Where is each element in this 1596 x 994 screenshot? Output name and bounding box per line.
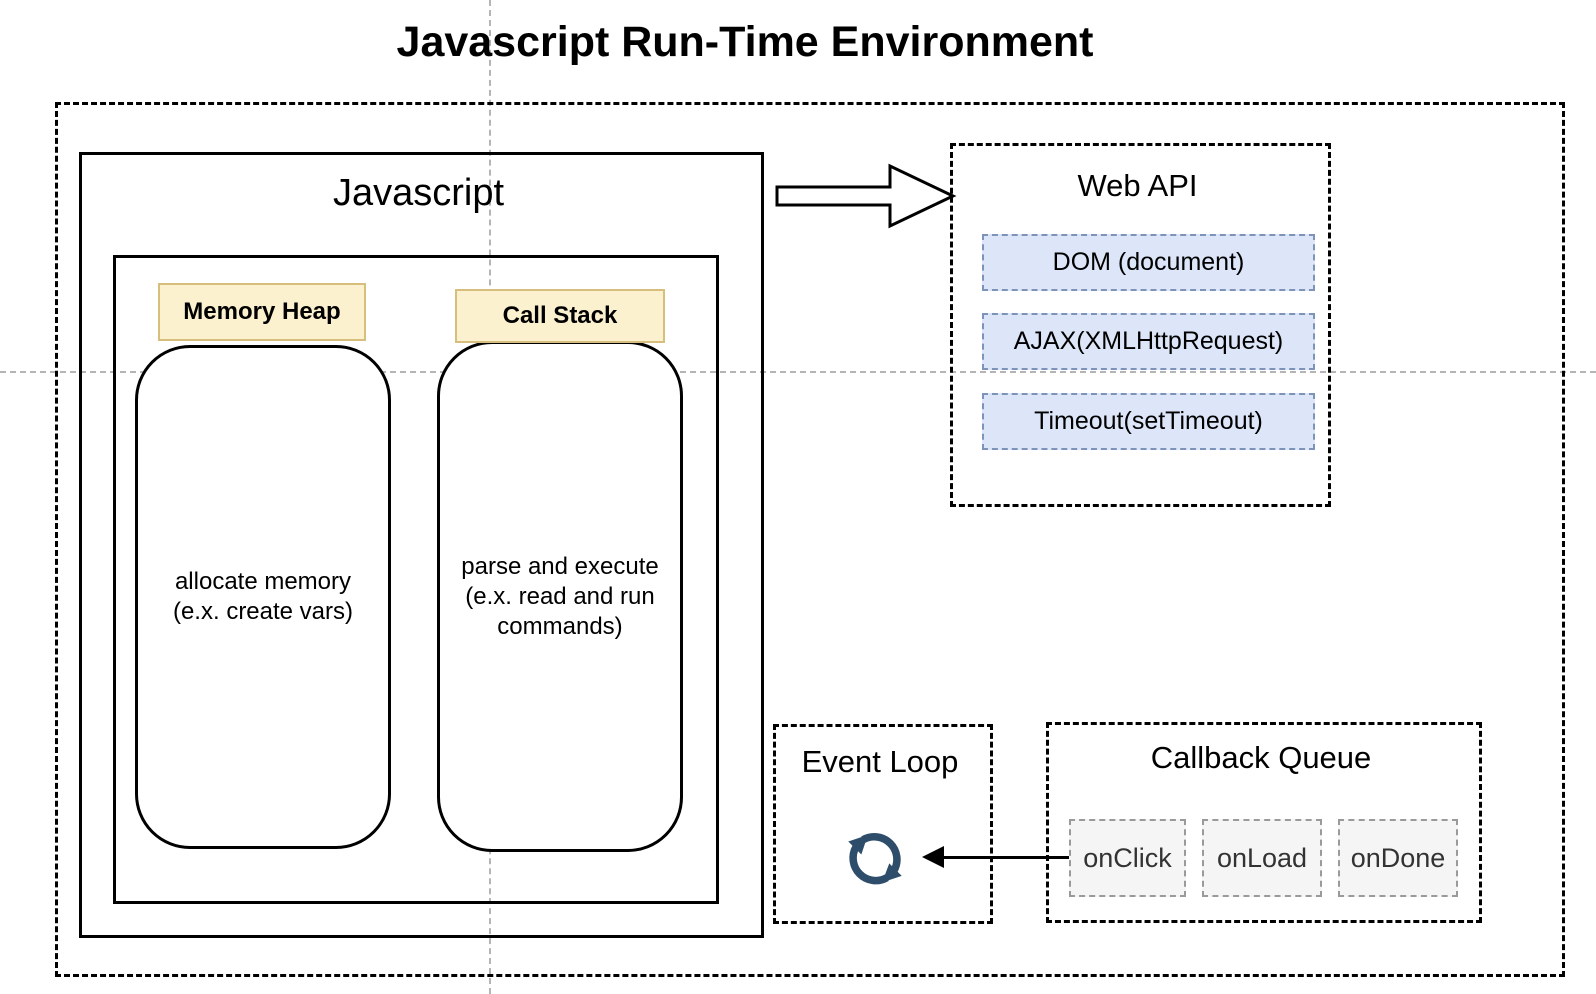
runtime-environment-container: [55, 102, 1565, 977]
call-stack-header: Call Stack: [455, 289, 665, 343]
memory-heap-note: allocate memory (e.x. create vars): [172, 568, 354, 625]
event-loop-title: Event Loop: [801, 744, 959, 779]
queue-to-eventloop-arrowhead-icon: [922, 846, 944, 868]
javascript-engine-box: [79, 152, 764, 938]
web-api-item-dom: DOM (document): [982, 234, 1315, 291]
callback-queue-title: Callback Queue: [1150, 740, 1372, 775]
web-api-title: Web API: [1077, 168, 1198, 203]
web-api-box: [950, 143, 1331, 507]
engine-inner-box: [113, 255, 719, 904]
callback-queue-box: [1046, 722, 1482, 923]
event-loop-box: [773, 724, 993, 924]
web-api-item-ajax: AJAX(XMLHttpRequest): [982, 313, 1315, 370]
callback-item-ondone: onDone: [1338, 819, 1458, 897]
web-api-item-timeout: Timeout(setTimeout): [982, 393, 1315, 450]
queue-to-eventloop-arrow-line: [941, 856, 1069, 859]
cycle-arrows-icon: [848, 832, 902, 885]
engine-to-webapi-arrow-icon: [775, 163, 957, 229]
callback-item-onclick: onClick: [1069, 819, 1186, 897]
memory-heap-header: Memory Heap: [158, 283, 366, 341]
call-stack-area: parse and execute (e.x. read and run com…: [437, 341, 683, 852]
horizontal-guide-line: [0, 371, 1596, 373]
memory-heap-area: allocate memory (e.x. create vars): [135, 345, 391, 849]
diagram-title: Javascript Run-Time Environment: [396, 18, 1094, 66]
callback-item-onload: onLoad: [1202, 819, 1322, 897]
call-stack-note: parse and execute (e.x. read and run com…: [461, 552, 659, 640]
javascript-engine-label: Javascript: [332, 172, 505, 214]
